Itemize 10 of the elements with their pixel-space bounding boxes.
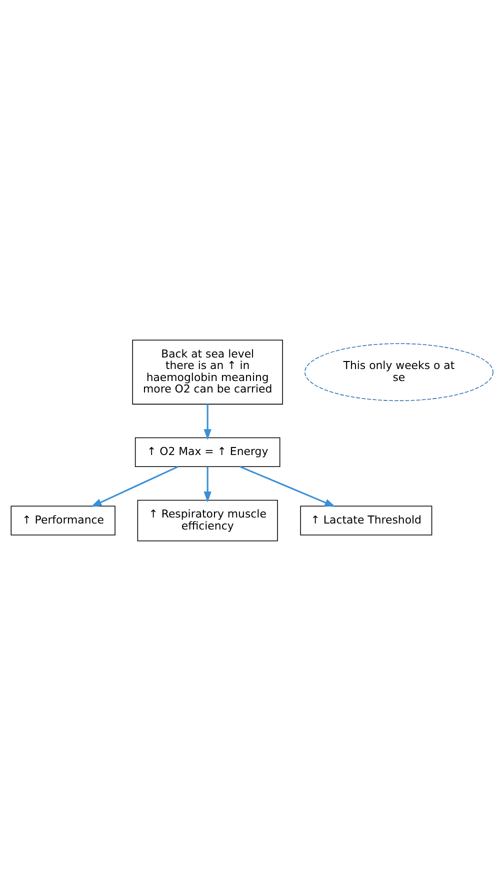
node-box: ↑ Respiratory muscle efficiency [137, 500, 278, 542]
arrow [204, 466, 212, 502]
node-box: Back at sea level there is an ↑ in haemoglobin meaning more O2 can be carried [132, 340, 283, 405]
node-ellipse: This only weeks o at se [304, 343, 494, 402]
arrow [90, 466, 178, 507]
node-box: ↑ Lactate Threshold [300, 506, 432, 536]
node-box: ↑ Performance [10, 506, 116, 536]
node-box: ↑ O2 Max = ↑ Energy [134, 437, 280, 468]
arrow [240, 466, 336, 507]
arrow [204, 404, 212, 440]
